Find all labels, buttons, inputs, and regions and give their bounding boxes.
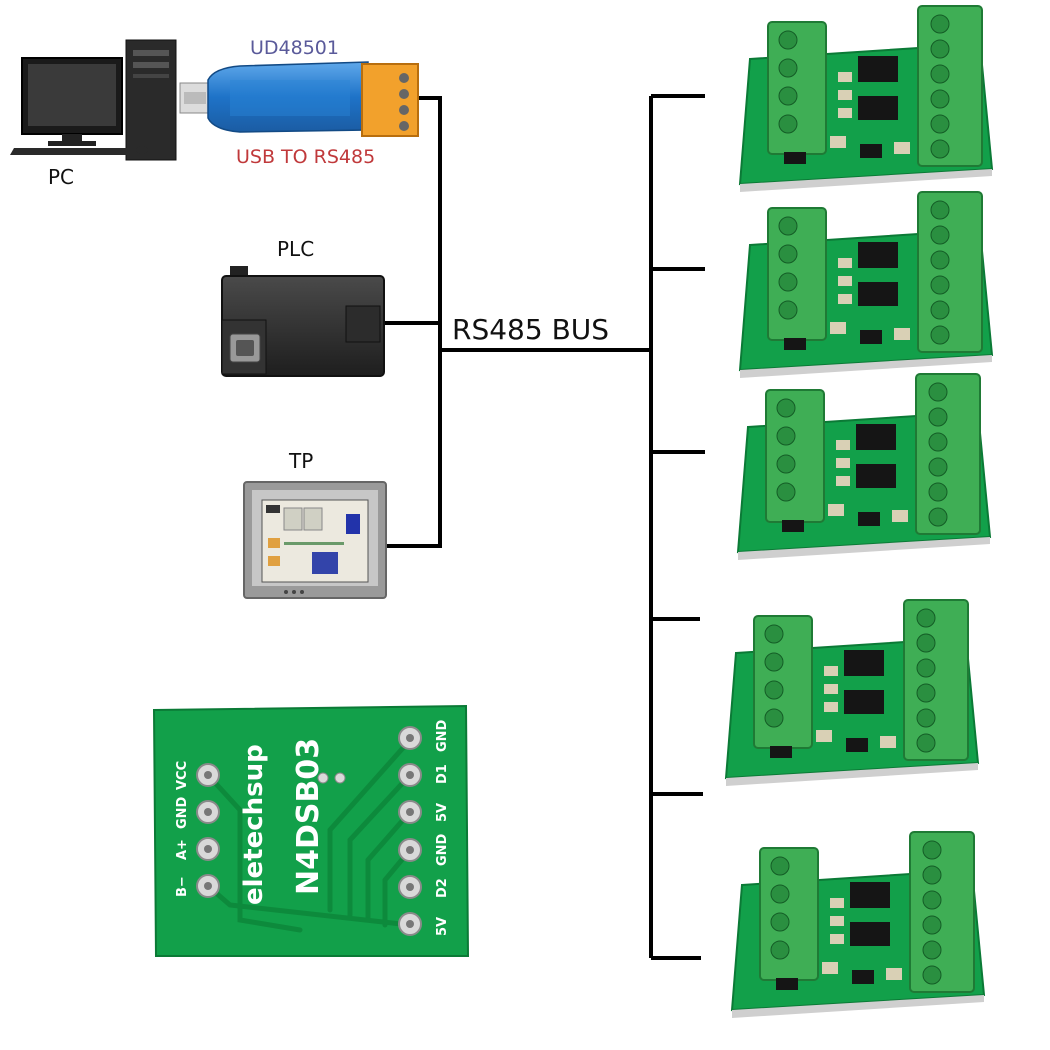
tp-label: TP <box>288 449 313 473</box>
bus-wiring <box>384 94 705 960</box>
board-pin-left-4: B− <box>175 876 190 897</box>
board-pin-right-3: 5V <box>435 803 450 822</box>
slave-module-4 <box>725 599 979 787</box>
board-pin-right-2: D1 <box>435 764 450 784</box>
slave-module-2 <box>739 191 993 379</box>
tp-illustration <box>243 481 387 599</box>
board-left-pads <box>196 763 220 898</box>
converter-model-label: UD48501 <box>250 37 339 59</box>
board-pin-left-3: A+ <box>175 839 190 860</box>
rs485-bus-label: RS485 BUS <box>452 313 609 346</box>
pc-illustration <box>10 39 177 161</box>
board-pin-right-1: GND <box>435 719 450 752</box>
plc-label: PLC <box>277 237 314 261</box>
pc-label: PC <box>48 165 74 189</box>
plc-illustration <box>221 266 385 377</box>
slave-module-5 <box>731 831 985 1019</box>
board-brand-text: eletechsup <box>239 744 269 905</box>
board-pin-right-4: GND <box>435 833 450 866</box>
board-pin-right-5: D2 <box>435 878 450 898</box>
n4dsb03-board: eletechsup N4DSB03 VCC GND A+ B− GND D1 … <box>152 704 470 957</box>
slave-module-3 <box>737 373 991 561</box>
slave-module-1 <box>739 5 993 193</box>
usb-rs485-converter <box>179 61 419 137</box>
board-model-text: N4DSB03 <box>291 738 326 895</box>
board-pin-left-1: VCC <box>175 761 190 790</box>
board-pin-left-2: GND <box>175 796 190 829</box>
converter-description-label: USB TO RS485 <box>236 146 375 168</box>
board-right-pads <box>398 726 422 936</box>
board-pin-right-6: 5V <box>435 917 450 936</box>
